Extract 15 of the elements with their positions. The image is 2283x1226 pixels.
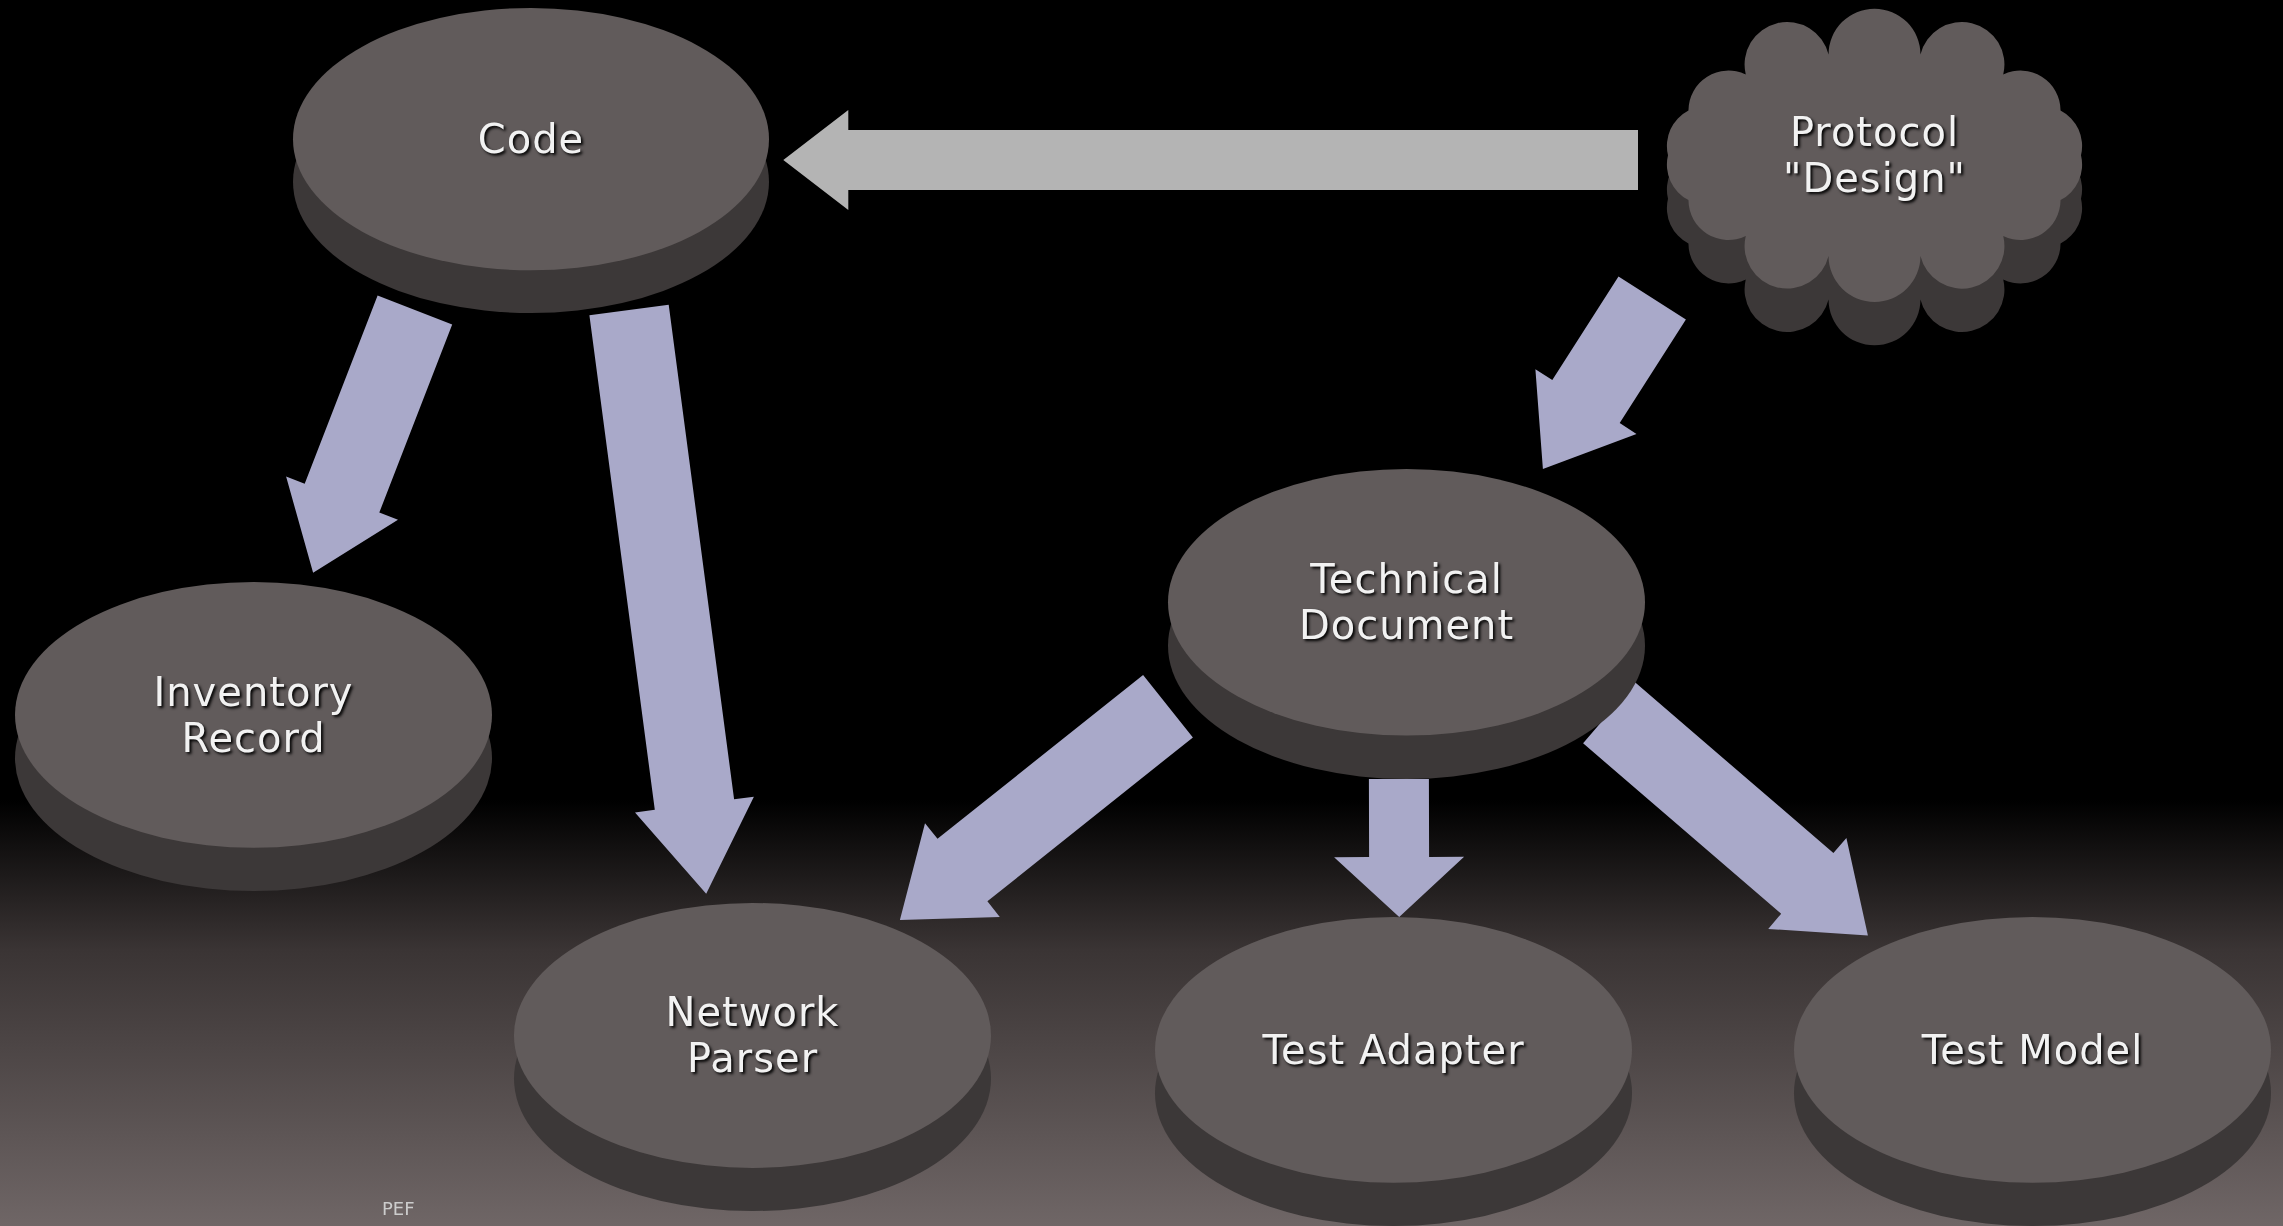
node-label: Test Model xyxy=(1921,1026,2144,1073)
footer-note: PEF xyxy=(382,1198,415,1219)
block-arrow xyxy=(1535,276,1686,469)
block-arrow xyxy=(899,674,1193,920)
block-arrow xyxy=(783,109,1638,210)
node-label: Technical Document xyxy=(1297,556,1516,649)
block-arrow xyxy=(1334,778,1465,917)
node-label: Protocol "Design" xyxy=(1782,109,1967,202)
block-arrow xyxy=(1583,682,1868,936)
node-label: Inventory Record xyxy=(152,668,355,761)
node-label: Network Parser xyxy=(664,989,841,1082)
node-label: Test Adapter xyxy=(1262,1026,1525,1073)
block-arrow xyxy=(286,295,453,573)
node-label: Code xyxy=(477,116,585,163)
block-arrow xyxy=(589,304,754,894)
